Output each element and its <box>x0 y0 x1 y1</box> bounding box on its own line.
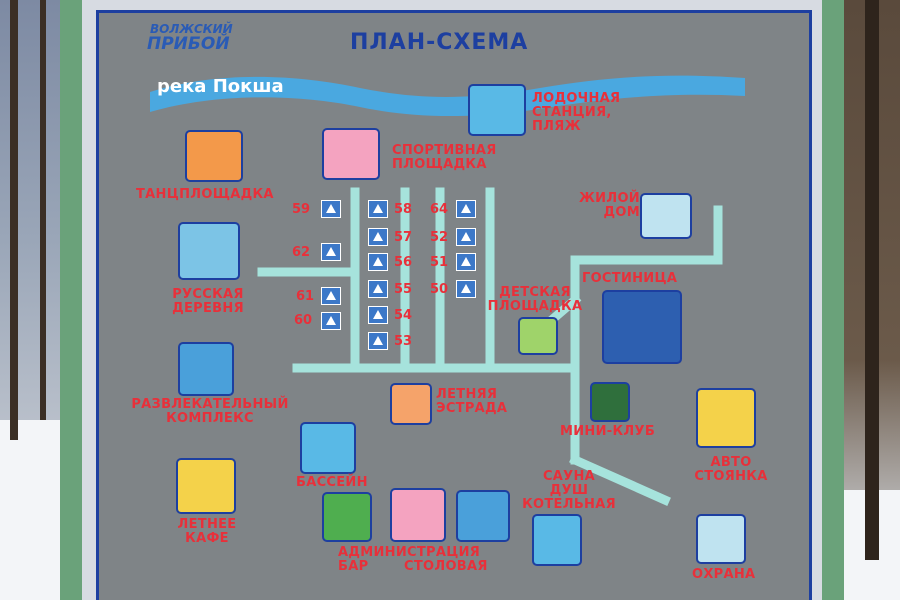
film-icon <box>178 342 234 396</box>
cabin-icon <box>456 200 476 218</box>
cabin-icon <box>368 332 388 350</box>
river-label: река Покша <box>157 76 284 97</box>
hotel-label: ГОСТИНИЦА <box>582 271 678 286</box>
cabin-icon <box>368 280 388 298</box>
christmas-tree-icon <box>590 382 630 422</box>
dance-floor-label: ТАНЦПЛОЩАДКА <box>136 187 274 202</box>
cabin-icon <box>368 306 388 324</box>
cabin-number: 51 <box>430 255 449 270</box>
pen-icon <box>322 492 372 542</box>
water-drops-icon <box>532 514 582 566</box>
sign-post-right <box>822 0 844 600</box>
guard-icon <box>696 514 746 564</box>
cabin-number: 55 <box>394 282 413 297</box>
cabin-icon <box>456 280 476 298</box>
cabin-number: 64 <box>430 202 449 217</box>
cafe-icon <box>176 458 236 514</box>
kids-icon <box>518 317 558 355</box>
river-shape <box>150 75 745 117</box>
cabin-number: 53 <box>394 334 413 349</box>
cabin-number: 52 <box>430 230 449 245</box>
pool-label: БАССЕЙН <box>296 475 368 490</box>
cabin-number: 60 <box>294 313 313 328</box>
cabin-number: 59 <box>292 202 311 217</box>
roads <box>257 187 723 506</box>
tree-trunk <box>10 0 18 440</box>
logo-line1: ВОЛЖСКИЙ <box>150 22 233 36</box>
cabin-icon <box>368 228 388 246</box>
hotel-icon <box>602 290 682 364</box>
car-key-icon <box>696 388 756 448</box>
bread-icon <box>456 490 510 542</box>
cabin-icon <box>368 200 388 218</box>
cabin-icon <box>321 243 341 261</box>
sign-post-left <box>60 0 82 600</box>
stage-icon <box>390 383 432 425</box>
cabin-icon <box>368 253 388 271</box>
cabin-number: 50 <box>430 282 449 297</box>
cabin-number: 57 <box>394 230 413 245</box>
canteen-label: СТОЛОВАЯ <box>404 559 488 574</box>
tree-trunk <box>40 0 46 420</box>
tree-trunk <box>865 0 879 560</box>
boat-station-icon <box>468 84 526 136</box>
cabin-number: 56 <box>394 255 413 270</box>
cabin-icon <box>321 200 341 218</box>
village-house-icon <box>178 222 240 280</box>
snow-ground-left <box>0 420 70 600</box>
cabin-number: 62 <box>292 245 311 260</box>
cabin-icon <box>321 287 341 305</box>
logo-line2: ПРИБОЙ <box>147 34 230 54</box>
security-label: ОХРАНА <box>692 567 756 582</box>
cabin-number: 54 <box>394 308 413 323</box>
map-title: ПЛАН-СХЕМА <box>350 30 529 55</box>
mini-club-label: МИНИ-КЛУБ <box>560 424 656 439</box>
cabin-icon <box>321 312 341 330</box>
cabin-number: 61 <box>296 289 315 304</box>
drink-icon <box>390 488 446 542</box>
house-icon <box>640 193 692 239</box>
cabin-icon <box>456 228 476 246</box>
dance-icon <box>185 130 243 182</box>
basketball-icon <box>322 128 380 180</box>
pool-icon <box>300 422 356 474</box>
cabin-icon <box>456 253 476 271</box>
cabin-number: 58 <box>394 202 413 217</box>
